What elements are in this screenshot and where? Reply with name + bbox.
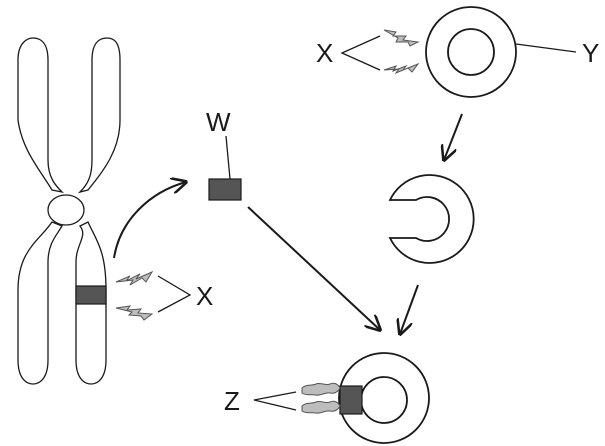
wave-molecule-icon xyxy=(301,382,341,396)
label-leader-y xyxy=(515,43,577,53)
wave-molecule-icon xyxy=(301,400,341,414)
signal-bolt-icon xyxy=(115,270,154,286)
centromere xyxy=(47,194,85,226)
signal-bolt-icon xyxy=(383,62,420,75)
label-z: Z xyxy=(224,386,240,416)
chromosome-arm-lower-left xyxy=(17,221,63,385)
cell-bottom xyxy=(338,352,430,444)
chromosome-arm-upper-right xyxy=(77,37,121,194)
label-leader-x-chromosome xyxy=(157,275,192,313)
cell-y-inner xyxy=(447,28,495,76)
label-x-top: X xyxy=(316,38,333,68)
label-leader-z xyxy=(253,391,297,411)
bound-receptor xyxy=(339,385,363,415)
product-w xyxy=(208,178,242,201)
label-y: Y xyxy=(582,38,599,68)
label-x-chromosome: X xyxy=(196,281,213,311)
label-w: W xyxy=(206,107,231,137)
label-leader-x-top xyxy=(340,35,381,71)
label-leader-w xyxy=(225,135,231,180)
cell-bottom-inner xyxy=(360,376,408,424)
signal-bolt-icon xyxy=(115,305,154,321)
cell-open xyxy=(388,174,475,264)
signal-bolt-icon xyxy=(383,29,420,47)
chromosome-arm-upper-left xyxy=(17,37,64,194)
arrow-chromosome-to-w xyxy=(113,182,186,259)
arrow-open-cell-to-cell xyxy=(400,284,419,334)
cell-y xyxy=(425,6,517,98)
gene-band xyxy=(75,285,107,305)
arrow-w-to-cell xyxy=(247,206,380,330)
arrow-cell-y-to-open-cell xyxy=(444,113,463,160)
chromosome xyxy=(17,37,121,385)
